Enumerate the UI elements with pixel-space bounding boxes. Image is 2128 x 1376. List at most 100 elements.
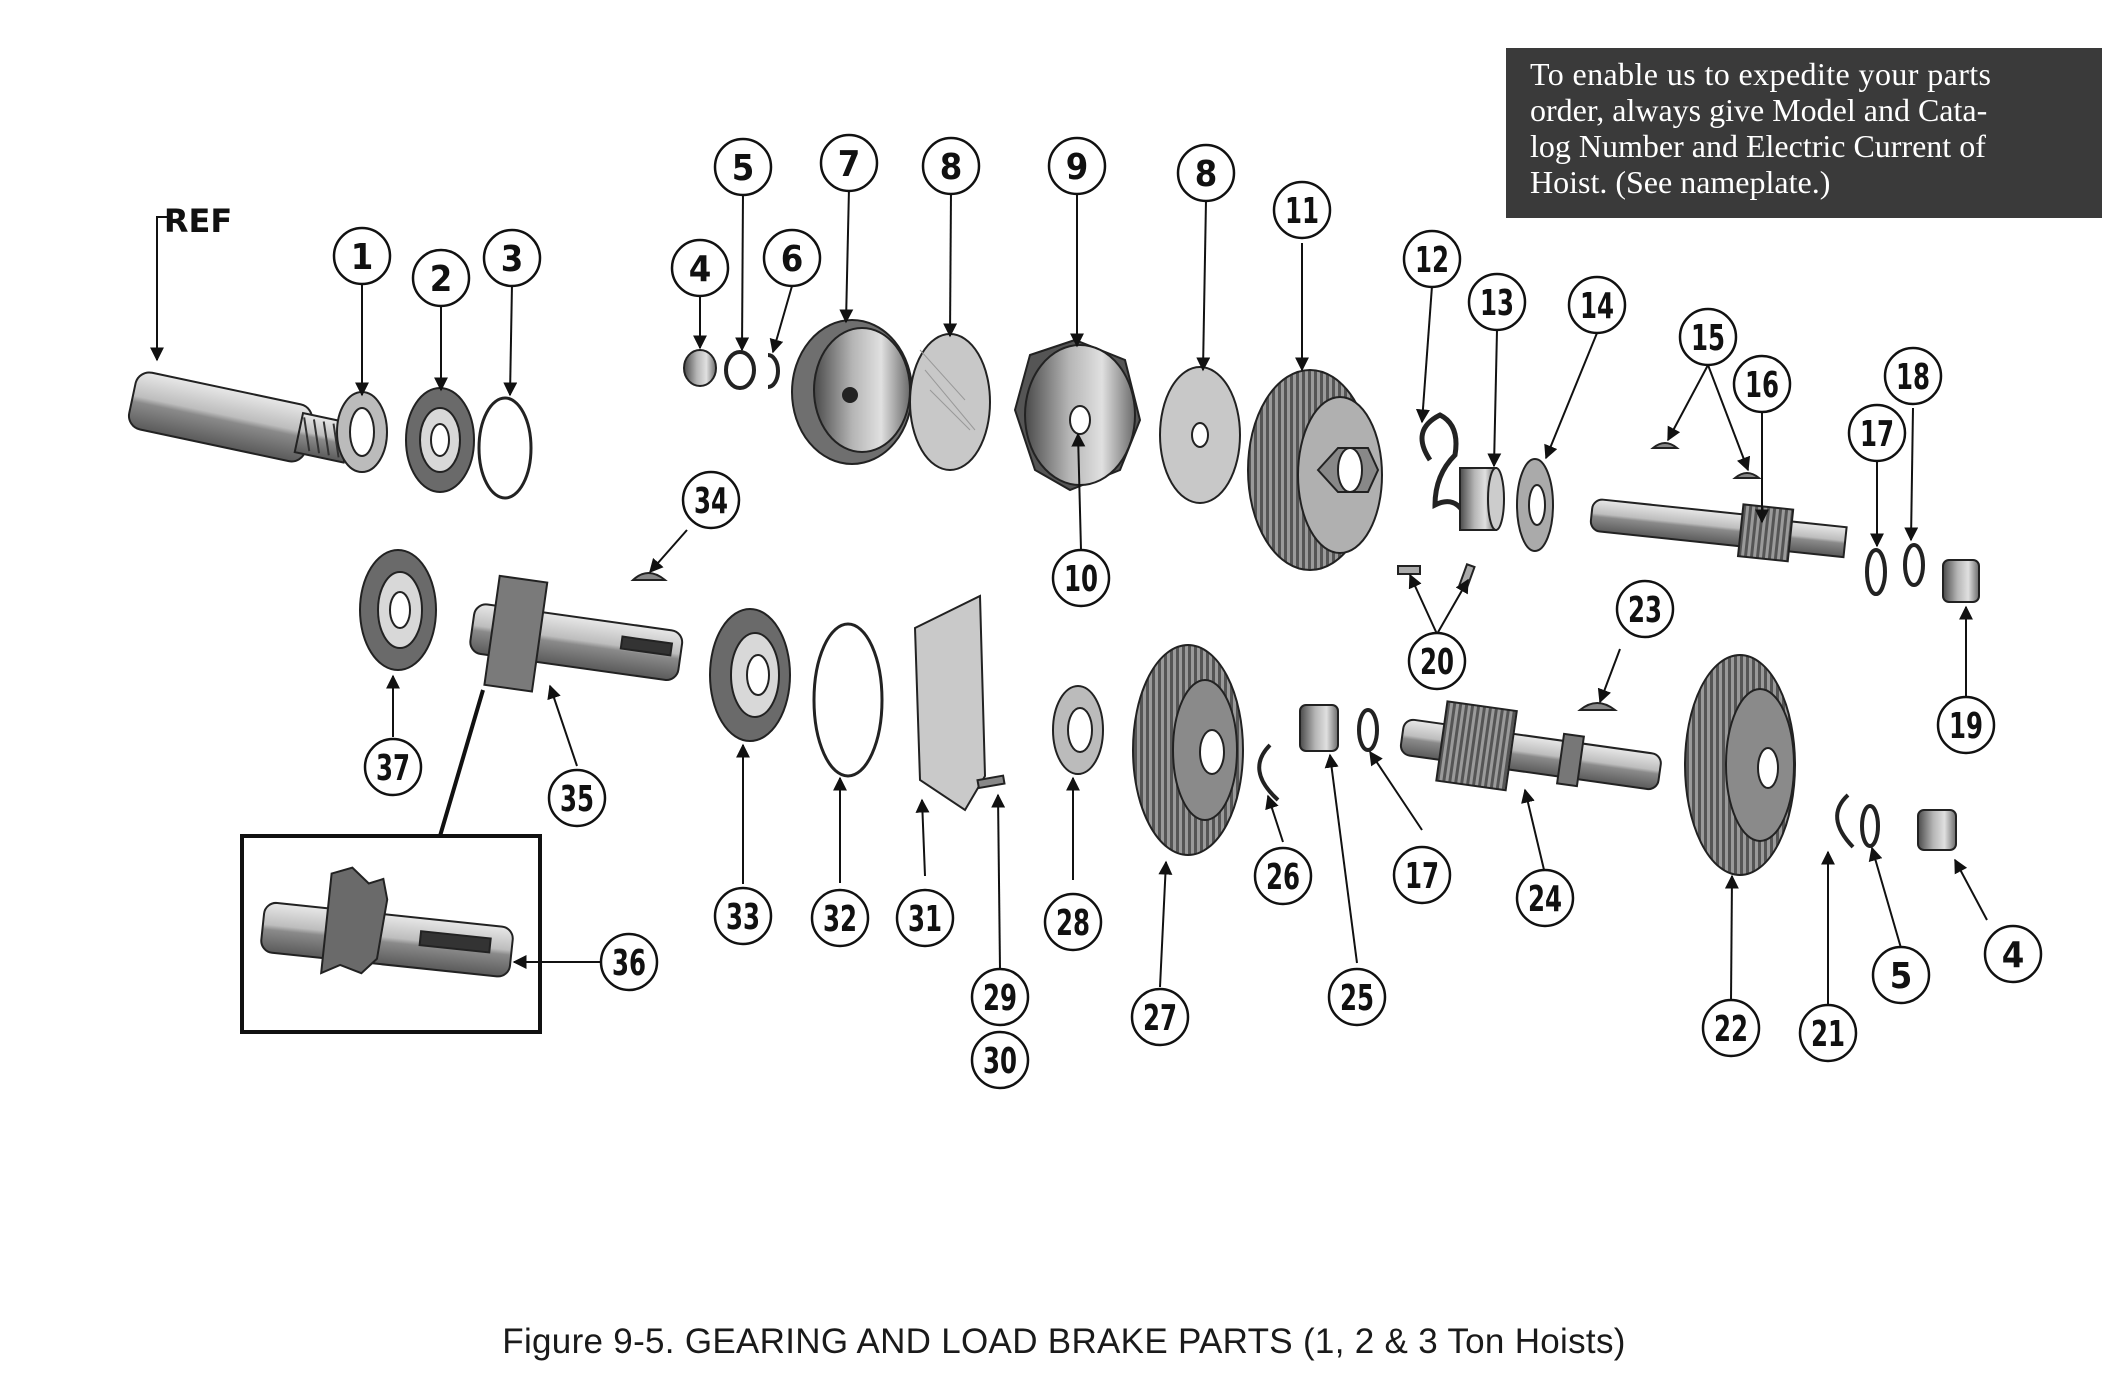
pin: [1397, 565, 1421, 575]
callout-number: 35: [560, 779, 594, 820]
callout-c24: 24: [1515, 868, 1575, 928]
retaining-ring-21: [1835, 793, 1855, 849]
callout-c13: 13: [1467, 272, 1527, 332]
callout-number: 14: [1580, 286, 1614, 327]
callout-circle: [1272, 180, 1332, 240]
callout-c5b: 5: [1871, 945, 1931, 1005]
callout-number: 37: [376, 748, 410, 789]
callout-c28: 28: [1043, 892, 1103, 952]
callout-number: 17: [1860, 414, 1894, 455]
coil-spring: [1419, 412, 1468, 517]
retaining-ring-18: [1903, 543, 1925, 587]
callout-number: 26: [1266, 857, 1300, 898]
callout-number: 4: [2002, 935, 2025, 976]
callout-circle: [1701, 998, 1761, 1058]
callout-circle: [1253, 846, 1313, 906]
callout-circle: [713, 886, 773, 946]
load-brake-gear: [1247, 369, 1383, 571]
callout-c23: 23: [1615, 579, 1675, 639]
callout-number: 22: [1714, 1009, 1748, 1050]
callout-number: 30: [983, 1041, 1017, 1082]
bushing: [683, 349, 717, 387]
leader-lines: [150, 187, 1988, 1008]
snap-ring: [477, 396, 533, 500]
callout-circle: [411, 248, 471, 308]
notice-line-3: log Number and Electric Current of: [1530, 128, 1986, 164]
ref-drum-shaft: [127, 371, 360, 464]
callout-c14: 14: [1567, 275, 1627, 335]
callout-number: 15: [1691, 318, 1725, 359]
callout-circle: [1871, 945, 1931, 1005]
parts-illustrations: [127, 319, 1980, 1034]
callout-circle: [1051, 548, 1111, 608]
bearing-retainer-plate: [913, 594, 987, 812]
callout-number: 21: [1811, 1014, 1845, 1055]
callout-c29: 29: [970, 967, 1030, 1027]
callout-circle: [547, 768, 607, 828]
callout-c34: 34: [681, 470, 741, 530]
callout-circle: [1798, 1003, 1858, 1063]
end-bushing: [1942, 559, 1980, 603]
figure-caption: Figure 9-5. GEARING AND LOAD BRAKE PARTS…: [502, 1322, 1626, 1361]
callout-circle: [1407, 631, 1467, 691]
bushing-4b: [1917, 809, 1957, 851]
callout-c21: 21: [1798, 1003, 1858, 1063]
callout-number: 23: [1628, 590, 1662, 631]
callout-number: 9: [1066, 147, 1089, 188]
callout-circle: [1678, 307, 1738, 367]
callout-circle: [1615, 579, 1675, 639]
callout-number: 32: [823, 899, 857, 940]
callout-number: 5: [732, 148, 755, 189]
callout-number: 33: [726, 897, 760, 938]
callout-c19: 19: [1936, 695, 1996, 755]
pinion-shaft: [1589, 498, 1848, 563]
retaining-ring: [767, 353, 780, 389]
callout-number: 7: [838, 144, 861, 185]
callout-number: 36: [612, 943, 646, 984]
gasket-ring: [812, 622, 884, 778]
callout-circle: [1130, 987, 1190, 1047]
washer-17: [1865, 548, 1887, 596]
callout-c27: 27: [1130, 987, 1190, 1047]
callout-c17b: 17: [1392, 845, 1452, 905]
callout-circle: [332, 226, 392, 286]
callout-c5a: 5: [713, 137, 773, 197]
callout-number: 4: [689, 249, 712, 290]
callout-number: 17: [1405, 856, 1439, 897]
callout-c37: 37: [363, 737, 423, 797]
leader-ref: [150, 216, 172, 362]
callout-circle: [970, 967, 1030, 1027]
friction-disc: [909, 333, 991, 471]
callout-circle: [970, 1030, 1030, 1090]
callout-circle: [1883, 346, 1943, 406]
callout-c20: 20: [1407, 631, 1467, 691]
callout-c6: 6: [762, 228, 822, 288]
callout-circle: [1467, 272, 1527, 332]
washer: [724, 350, 756, 390]
callout-circle: [1043, 892, 1103, 952]
callout-number: 19: [1949, 706, 1983, 747]
callout-number: 16: [1745, 365, 1779, 406]
callout-c15: 15: [1678, 307, 1738, 367]
callout-circle: [1176, 143, 1236, 203]
callout-circle: [363, 737, 423, 797]
callout-number: 24: [1528, 879, 1562, 920]
callout-circle: [1392, 845, 1452, 905]
callout-c12: 12: [1402, 229, 1462, 289]
retaining-ring-26: [1257, 743, 1280, 802]
callout-c30: 30: [970, 1030, 1030, 1090]
callout-c25: 25: [1327, 967, 1387, 1027]
notice-line-2: order, always give Model and Cata-: [1530, 92, 1988, 128]
callout-c1: 1: [332, 226, 392, 286]
callout-c17a: 17: [1847, 403, 1907, 463]
intermediate-pinion-shaft: [1399, 700, 1662, 792]
callout-c26: 26: [1253, 846, 1313, 906]
brake-flange: [791, 319, 913, 465]
callout-circle: [810, 888, 870, 948]
callout-c4a: 4: [670, 238, 730, 298]
callout-number: 11: [1285, 191, 1319, 232]
callout-c22: 22: [1701, 998, 1761, 1058]
callout-c3: 3: [482, 228, 542, 288]
